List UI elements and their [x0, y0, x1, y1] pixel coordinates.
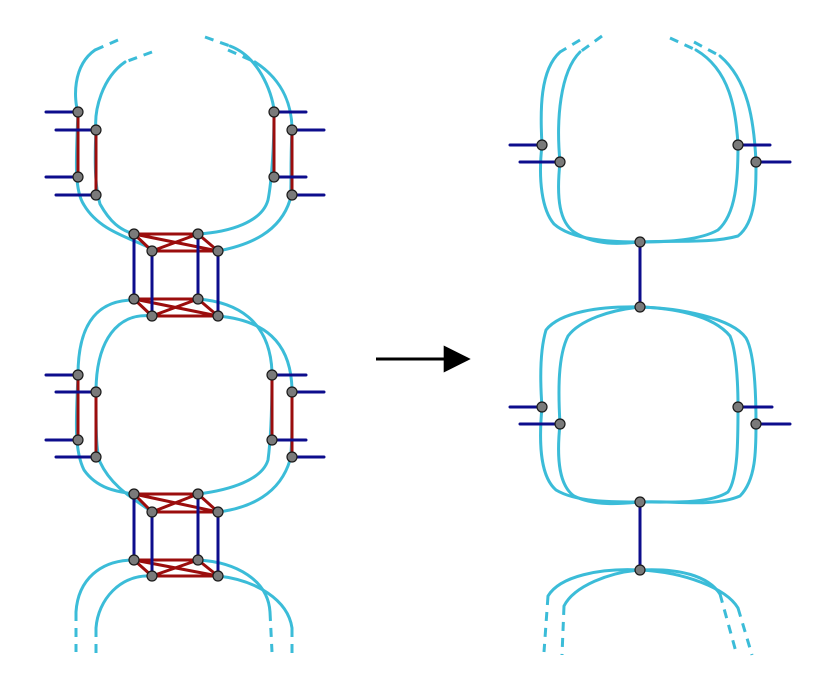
vertex-node [536, 139, 548, 151]
vertex-node [212, 570, 224, 582]
vertex-node [634, 301, 646, 313]
vertex-node [72, 171, 84, 183]
vertex-node [146, 245, 158, 257]
vertex-node [90, 386, 102, 398]
vertex-node [268, 171, 280, 183]
red-edge [150, 232, 200, 253]
vertex-node [634, 496, 646, 508]
strand-top-cell-outer [74, 44, 276, 252]
nodes-right [536, 139, 762, 576]
vertex-node [732, 401, 744, 413]
strand-tail-bottom-left-inner [560, 605, 566, 656]
vertex-node [90, 451, 102, 463]
vertex-node [192, 228, 204, 240]
vertex-node [146, 506, 158, 518]
vertex-node [554, 418, 566, 430]
blue-edges-left [44, 110, 326, 578]
nodes-left [72, 106, 298, 582]
strand-middle-cell-inner [557, 305, 758, 506]
red-edge [150, 297, 200, 318]
vertex-node [286, 189, 298, 201]
vertex-node [90, 124, 102, 136]
strand-tail-bottom-left-outer [542, 595, 550, 653]
vertex-node [536, 401, 548, 413]
vertex-node [128, 554, 140, 566]
vertex-node [266, 434, 278, 446]
vertex-node [128, 488, 140, 500]
strand-top-cell-outer [539, 48, 740, 244]
vertex-node [732, 139, 744, 151]
strand-tail-top-left-outer [94, 38, 119, 52]
blue-edges-right [508, 143, 792, 572]
vertex-node [72, 106, 84, 118]
vertex-node [192, 554, 204, 566]
red-edge [150, 492, 200, 514]
vertex-node [286, 386, 298, 398]
vertex-node [212, 310, 224, 322]
red-edge [150, 558, 200, 578]
red-edges-left [76, 110, 294, 578]
strand-top-cell-inner [557, 50, 758, 245]
vertex-node [90, 189, 102, 201]
strand-bottom-inner [562, 568, 740, 610]
vertex-node [266, 369, 278, 381]
vertex-node [634, 564, 646, 576]
vertex-node [286, 124, 298, 136]
vertex-node [750, 156, 762, 168]
strand-top-cell-inner [93, 60, 294, 253]
vertex-node [128, 293, 140, 305]
vertex-node [128, 228, 140, 240]
vertex-node [192, 293, 204, 305]
vertex-node [72, 434, 84, 446]
after-graph [508, 34, 792, 656]
strand-tail-top-left-inner [579, 34, 603, 54]
vertex-node [286, 451, 298, 463]
strand-middle-cell-outer [74, 297, 274, 496]
strand-tail-top-right-inner [693, 40, 721, 58]
vertex-node [146, 310, 158, 322]
strand-tail-bottom-right-outer [268, 611, 274, 653]
vertex-node [750, 418, 762, 430]
strand-middle-cell-outer [539, 305, 740, 504]
vertex-node [192, 488, 204, 500]
strand-bottom-inner [94, 574, 294, 630]
vertex-node [634, 236, 646, 248]
strands-left [74, 35, 294, 655]
vertex-node [72, 369, 84, 381]
vertex-node [212, 245, 224, 257]
strand-bottom-outer [74, 558, 272, 614]
strand-middle-cell-inner [94, 314, 294, 514]
strand-tail-bottom-right-inner [736, 607, 754, 656]
before-graph [44, 35, 326, 655]
strand-tail-top-left-inner [124, 50, 153, 64]
strand-tail-top-left-outer [559, 38, 581, 54]
strands-right [539, 34, 758, 656]
strand-tail-top-right-outer [204, 35, 231, 48]
strand-tail-top-right-outer [669, 36, 697, 52]
vertex-node [146, 570, 158, 582]
vertex-node [212, 506, 224, 518]
strand-tail-bottom-right-outer [718, 593, 738, 653]
vertex-node [268, 106, 280, 118]
vertex-node [554, 156, 566, 168]
